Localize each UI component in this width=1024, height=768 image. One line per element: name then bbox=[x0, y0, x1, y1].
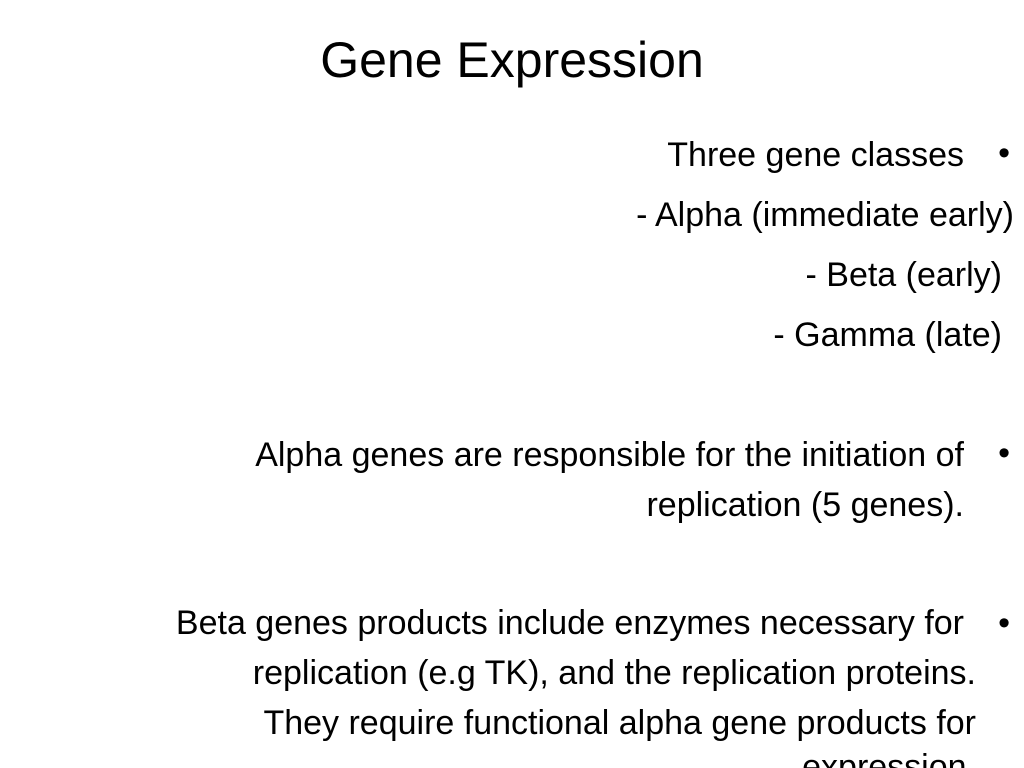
bullet-2-line-1: Alpha genes are responsible for the init… bbox=[255, 436, 964, 474]
bullet-marker-1: • bbox=[998, 134, 1010, 172]
bullet-3-line-2: replication (e.g TK), and the replicatio… bbox=[252, 654, 976, 692]
bullet-2-line-2: replication (5 genes). bbox=[646, 486, 964, 524]
bullet-3-line-1: Beta genes products include enzymes nece… bbox=[175, 604, 964, 642]
bullet-3-line-3: They require functional alpha gene produ… bbox=[263, 704, 976, 742]
bullet-marker-2: • bbox=[998, 434, 1010, 472]
bullet-1-line-2: - Alpha (immediate early) bbox=[636, 196, 1014, 234]
bullet-1-line-4: - Gamma (late) bbox=[773, 316, 1002, 354]
bullet-1-line-3: - Beta (early) bbox=[805, 256, 1003, 294]
bullet-3-line-4: expression. bbox=[802, 748, 976, 768]
bullet-marker-3: • bbox=[998, 604, 1010, 642]
bullet-1-line-1: Three gene classes bbox=[667, 136, 964, 174]
slide-title: Gene Expression bbox=[320, 32, 704, 88]
